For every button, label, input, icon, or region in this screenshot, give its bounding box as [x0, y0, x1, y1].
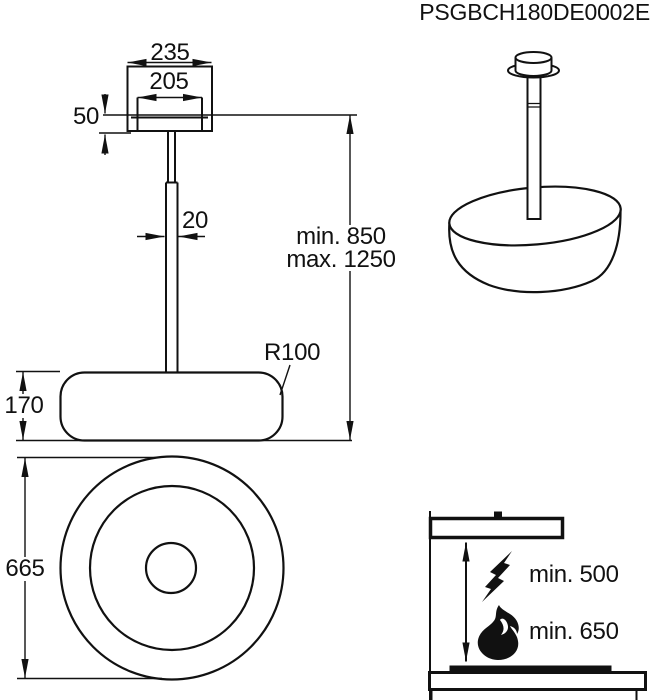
counter-bar [428, 671, 647, 691]
mount-cylinder-top-3d [514, 51, 553, 64]
pole-upper [167, 131, 176, 183]
bottom-plan-view [17, 455, 285, 681]
document-code: PSGBCH180DE0002E [419, 0, 650, 25]
hood-bar-stub [494, 511, 502, 519]
dim-label-body-height: 170 [1, 394, 47, 418]
dim-label-suspension-range: min. 850 max. 1250 [283, 223, 399, 273]
dim-label-body-radius: R100 [264, 339, 321, 366]
dim-label-mount-height: 50 [72, 103, 100, 130]
clearance-label-electric: min. 500 [529, 561, 619, 588]
dim-label-mount-inner-width: 205 [149, 68, 189, 95]
front-elevation-view [16, 58, 357, 442]
perspective-view [448, 51, 622, 294]
dim-label-suspension-min: min. 850 [296, 223, 386, 250]
inner-ring-circle [88, 484, 256, 652]
radius-leader-line [279, 364, 291, 396]
pole-3d [526, 72, 542, 220]
pole-3d-joint [527, 102, 541, 108]
hood-body-outline [59, 371, 284, 442]
hood-bar [428, 516, 565, 540]
dim-label-mount-outer-width: 235 [150, 39, 190, 66]
clearance-label-gas: min. 650 [529, 618, 619, 645]
pole-lower [165, 181, 179, 372]
clearance-view [428, 511, 647, 700]
counter-legs [430, 689, 638, 700]
mount-canopy-inner [131, 97, 208, 131]
dim-label-suspension-max: max. 1250 [286, 246, 396, 273]
flame-icon [477, 605, 519, 660]
center-hub-circle [144, 541, 198, 595]
outer-rim-circle [59, 455, 285, 681]
cooktop-bar [449, 665, 612, 672]
lightning-bolt-icon [482, 551, 512, 602]
dim-label-body-diameter: 665 [2, 557, 48, 581]
dim-label-pole-diameter: 20 [181, 207, 209, 234]
